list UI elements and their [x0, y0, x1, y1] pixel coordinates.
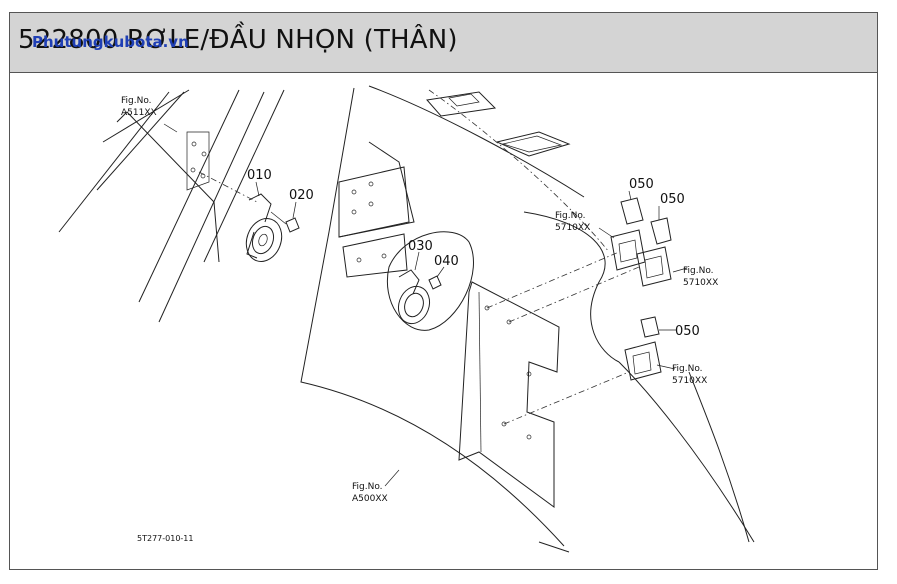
fig-ref-5710-mid-code: 5710XX: [683, 278, 718, 288]
fig-ref-5710-mid-label: Fig.No.: [683, 266, 714, 276]
left-panel: [58, 89, 285, 323]
body-panel: [300, 85, 755, 553]
fig-ref-5710-top-label: Fig.No.: [555, 211, 586, 221]
part-040: 040: [434, 254, 459, 269]
part-050-a: 050: [629, 177, 654, 192]
bolt-020: [270, 211, 300, 233]
relay-group-top: [610, 197, 672, 287]
title-bar: 522800 RƠLE/ĐẦU NHỌN (THÂN) Phutungkubot…: [10, 13, 877, 73]
relay-group-bottom: [624, 316, 662, 381]
fig-ref-5710-bot-code: 5710XX: [672, 376, 707, 386]
horn-010: [245, 193, 283, 262]
part-030: 030: [408, 239, 433, 254]
part-050-c: 050: [675, 324, 700, 339]
fig-ref-a511-label: Fig.No.: [121, 96, 152, 106]
parts-diagram: Fig.No. A511XX Fig.No. 5710XX Fig.No. 57…: [58, 85, 755, 553]
part-010: 010: [247, 168, 272, 183]
relay-bracket: [458, 251, 640, 508]
fig-ref-a500-code: A500XX: [352, 494, 388, 504]
part-020: 020: [289, 188, 314, 203]
site-watermark: Phutungkubota.vn: [32, 33, 189, 51]
bolt-040: [428, 275, 442, 290]
fig-ref-5710-top-code: 5710XX: [555, 223, 590, 233]
part-050-b: 050: [660, 192, 685, 207]
horn-030: [387, 231, 474, 331]
drawing-code: 5T277-010-11: [137, 534, 193, 543]
page-title: 522800 RƠLE/ĐẦU NHỌN (THÂN): [18, 25, 458, 55]
fig-ref-a511-code: A511XX: [121, 108, 157, 118]
diagram-frame: 522800 RƠLE/ĐẦU NHỌN (THÂN) Phutungkubot…: [9, 12, 878, 570]
fig-ref-a500-label: Fig.No.: [352, 482, 383, 492]
fig-ref-5710-bot-label: Fig.No.: [672, 364, 703, 374]
